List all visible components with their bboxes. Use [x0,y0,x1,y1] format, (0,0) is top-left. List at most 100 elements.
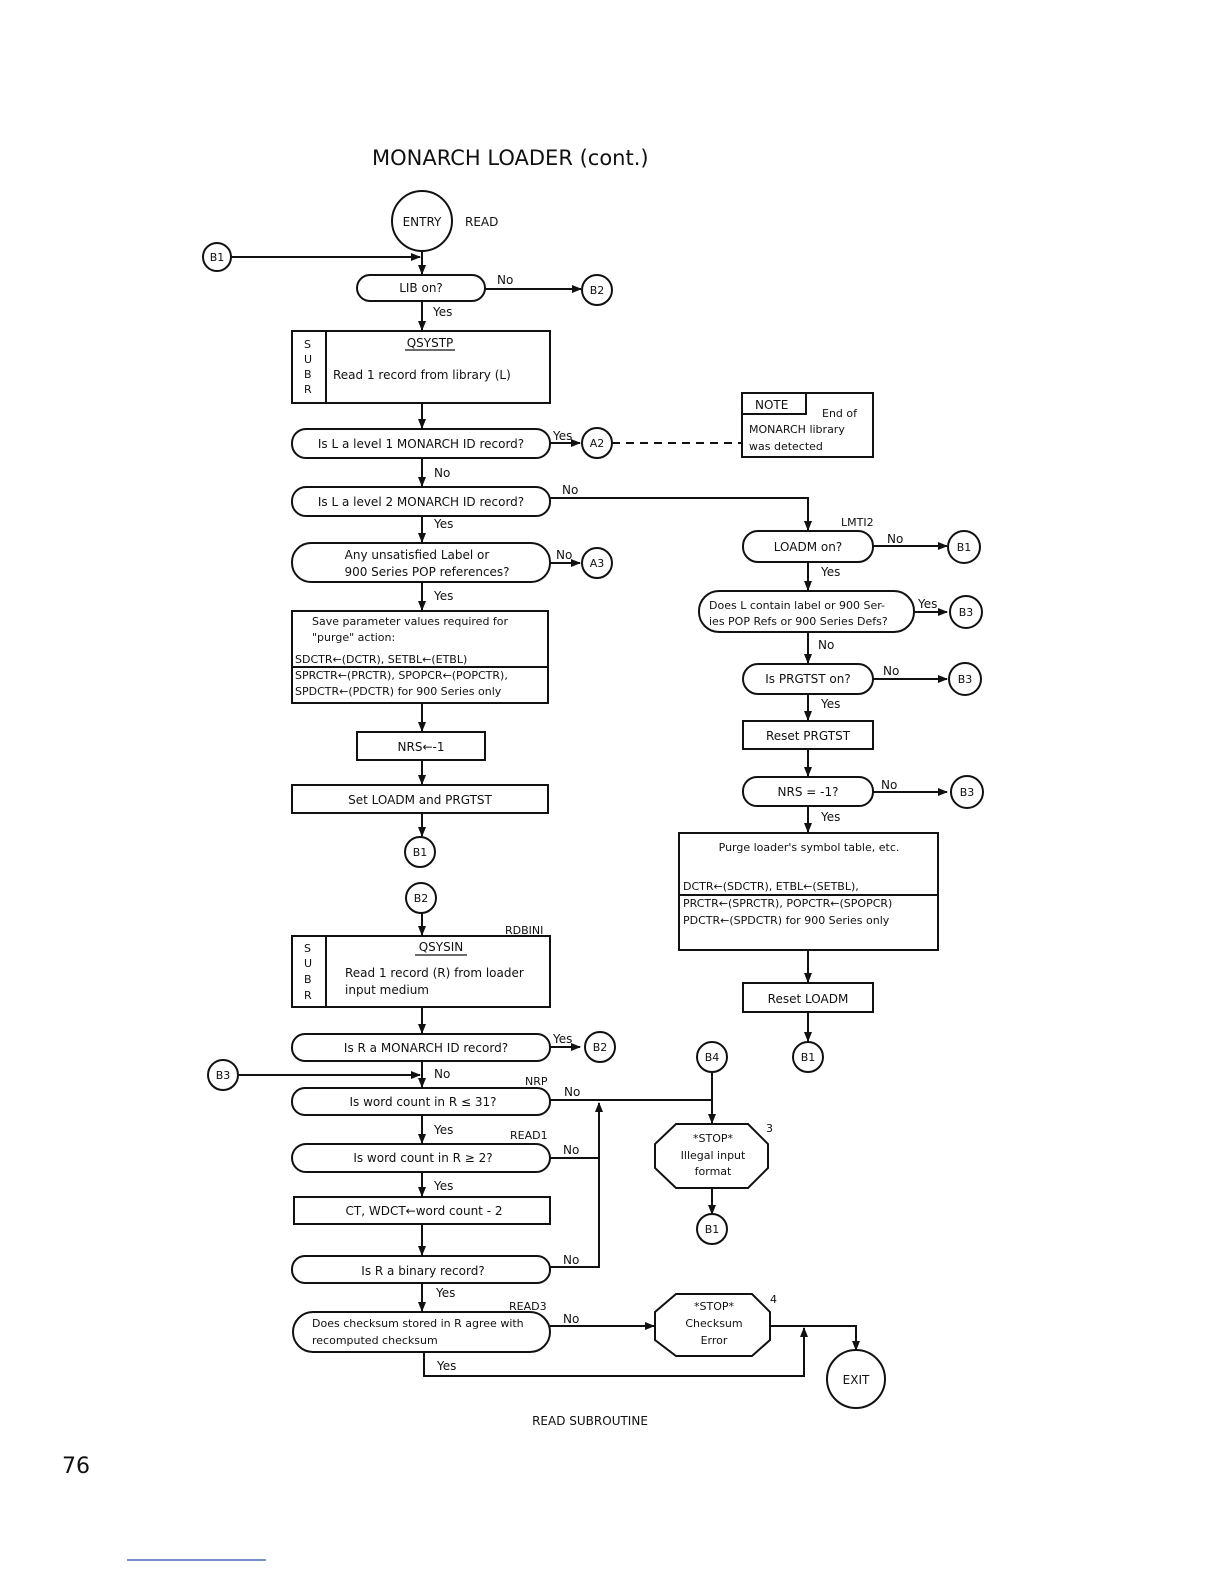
svg-text:SDCTR←(DCTR), SETBL←(ETBL): SDCTR←(DCTR), SETBL←(ETBL) [295,653,467,666]
decision-loadm-on: LOADM on? [742,530,874,563]
svg-text:PDCTR←(SPDCTR) for 900 Series: PDCTR←(SPDCTR) for 900 Series only [683,914,890,927]
stop4-number: 4 [770,1293,777,1306]
arrow-binary-no [550,1102,603,1268]
connector-b3-right1: B3 [949,595,983,629]
subroutine-qsystp: S U B R QSYSTP Read 1 record from librar… [291,330,551,404]
svg-text:Save parameter values required: Save parameter values required for [312,615,509,628]
svg-text:B: B [304,973,312,986]
label-no: No [497,273,513,287]
svg-text:B1: B1 [210,251,225,264]
svg-text:Illegal input: Illegal input [681,1149,746,1162]
arrow-stop4 [770,1325,860,1351]
note-line3: was detected [749,440,823,453]
svg-text:B1: B1 [413,846,428,859]
connector-b1-out: B1 [404,836,436,868]
svg-text:B3: B3 [958,673,973,686]
svg-text:B3: B3 [960,786,975,799]
label-yes: Yes [433,589,453,603]
svg-text:Is PRGTST on?: Is PRGTST on? [765,672,850,686]
decision-word-count-le: Is word count in R ≤ 31? [291,1087,551,1116]
decision-checksum: Does checksum stored in R agree with rec… [292,1311,551,1353]
svg-text:B: B [304,368,312,381]
connector-b2-in: B2 [405,882,437,914]
connector-b1-stop3: B1 [696,1213,728,1245]
decision-r-monarch: Is R a MONARCH ID record? [291,1033,551,1062]
svg-text:EXIT: EXIT [843,1373,870,1387]
svg-text:*STOP*: *STOP* [693,1132,733,1145]
svg-text:U: U [304,353,312,366]
stop3-number: 3 [766,1122,773,1135]
svg-text:Error: Error [701,1334,728,1347]
label-no: No [563,1253,579,1267]
arrow-wc-le-no [550,1099,716,1124]
svg-text:B3: B3 [959,606,974,619]
svg-text:Reset PRGTST: Reset PRGTST [766,729,851,743]
svg-text:SPDCTR←(PDCTR) for 900 Series: SPDCTR←(PDCTR) for 900 Series only [295,685,502,698]
svg-text:recomputed checksum: recomputed checksum [312,1334,438,1347]
decision-level2: Is L a level 2 MONARCH ID record? [291,486,551,517]
label-yes: Yes [433,1123,453,1137]
decision-level1: Is L a level 1 MONARCH ID record? [291,428,551,459]
label-yes: Yes [820,697,840,711]
stop-checksum-error: *STOP* Checksum Error [654,1293,771,1357]
svg-text:LIB on?: LIB on? [399,281,443,295]
svg-text:Is R a binary record?: Is R a binary record? [361,1264,484,1278]
svg-text:Any unsatisfied Label or: Any unsatisfied Label or [345,548,490,562]
label-yes: Yes [917,597,937,611]
svg-text:*STOP*: *STOP* [694,1300,734,1313]
connector-b3-in: B3 [207,1059,239,1091]
svg-text:B3: B3 [216,1069,231,1082]
note-tag: NOTE [755,398,788,412]
label-yes: Yes [552,1032,572,1046]
svg-text:"purge" action:: "purge" action: [312,631,395,644]
svg-text:format: format [695,1165,732,1178]
label-yes: Yes [433,517,453,531]
svg-text:Purge loader's symbol table, e: Purge loader's symbol table, etc. [719,841,900,854]
connector-a3: A3 [581,547,613,579]
qsysin-title: QSYSIN [419,940,464,954]
arrow-level2-no [550,497,812,531]
svg-text:B1: B1 [801,1051,816,1064]
svg-text:B1: B1 [957,541,972,554]
svg-text:U: U [304,957,312,970]
label-no: No [881,778,897,792]
subroutine-qsysin: S U B R QSYSIN Read 1 record (R) from lo… [291,935,551,1008]
label-yes: Yes [436,1359,456,1373]
entry-label: ENTRY [403,215,442,229]
page-number: 76 [62,1454,90,1479]
svg-text:LOADM on?: LOADM on? [774,540,842,554]
label-yes: Yes [820,565,840,579]
process-nrs-set: NRS←-1 [356,731,486,761]
connector-b1-in: B1 [202,242,232,272]
svg-text:CT, WDCT←word count - 2: CT, WDCT←word count - 2 [346,1204,503,1218]
page-title: MONARCH LOADER (cont.) [372,146,649,170]
entry-terminal: ENTRY [391,190,453,252]
process-ct-wdct: CT, WDCT←word count - 2 [293,1196,551,1225]
qsystp-text: Read 1 record from library (L) [333,368,511,382]
connector-b1-right: B1 [947,530,981,564]
process-reset-loadm: Reset LOADM [742,982,874,1013]
svg-text:Set LOADM and PRGTST: Set LOADM and PRGTST [348,793,492,807]
svg-text:B2: B2 [414,892,429,905]
svg-text:input medium: input medium [345,983,429,997]
process-reset-prgtst: Reset PRGTST [742,720,874,750]
label-read3: READ3 [509,1300,547,1313]
note-line2: MONARCH library [749,423,845,436]
svg-text:B4: B4 [705,1051,720,1064]
label-nrp: NRP [525,1075,548,1088]
svg-text:R: R [304,383,312,396]
process-purge: Purge loader's symbol table, etc. DCTR←(… [678,832,939,951]
decision-unsatisfied: Any unsatisfied Label or 900 Series POP … [291,542,551,583]
svg-text:R: R [304,989,312,1002]
svg-text:Checksum: Checksum [685,1317,742,1330]
svg-text:Does checksum stored in R agre: Does checksum stored in R agree with [312,1317,524,1330]
label-rdbini: RDBINI [505,924,543,937]
process-set-loadm: Set LOADM and PRGTST [291,784,549,814]
svg-text:900 Series POP references?: 900 Series POP references? [344,565,509,579]
figure-caption: READ SUBROUTINE [532,1414,648,1428]
label-read1: READ1 [510,1129,548,1142]
label-yes: Yes [432,305,452,319]
label-lmti2: LMTI2 [841,516,874,529]
decision-prgtst-on: Is PRGTST on? [742,663,874,695]
svg-text:Is word count in R ≤ 31?: Is word count in R ≤ 31? [350,1095,497,1109]
